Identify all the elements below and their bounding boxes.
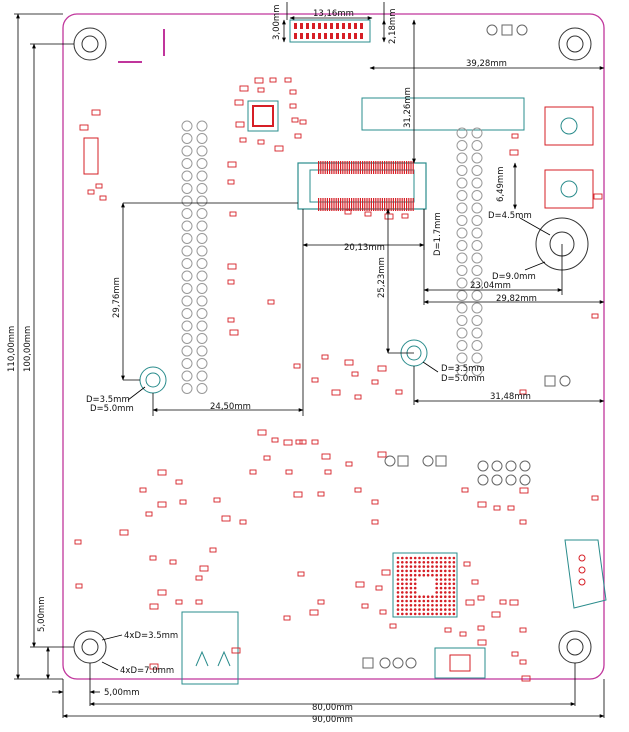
dim-height-110: 110,00mm bbox=[7, 326, 17, 372]
dim-connector-depth: 3,00mm bbox=[272, 5, 282, 41]
mount-hole-left bbox=[139, 366, 167, 394]
dim-mount2-d: D=3.5mm bbox=[441, 364, 485, 374]
smd-components bbox=[74, 77, 603, 682]
dim-width-90: 90,00mm bbox=[312, 715, 353, 725]
dim-right-39: 39,28mm bbox=[466, 59, 507, 69]
dim-width-2304: 23,04mm bbox=[470, 281, 511, 291]
dim-connector-offset: 2,18mm bbox=[388, 9, 398, 45]
dim-height-2976: 29,76mm bbox=[112, 277, 122, 318]
dim-corner-hole-d2: 4xD=7.0mm bbox=[120, 666, 174, 676]
module-label-area bbox=[361, 97, 525, 131]
switch-top bbox=[544, 106, 594, 146]
dim-height-5: 5,00mm bbox=[37, 597, 47, 633]
dim-connector-width: 13,16mm bbox=[313, 9, 354, 19]
dim-mount1-d2: D=5.0mm bbox=[90, 404, 134, 414]
dim-mount2-d2: D=5.0mm bbox=[441, 374, 485, 384]
dim-width-5: 5,00mm bbox=[104, 688, 140, 698]
mid-pads bbox=[362, 375, 571, 669]
board-outline bbox=[62, 13, 605, 680]
top-connector bbox=[289, 19, 371, 43]
switch-bottom bbox=[544, 169, 594, 209]
dim-width-2982: 29,82mm bbox=[496, 294, 537, 304]
hole-bottom-right bbox=[558, 630, 592, 664]
dimension-lines bbox=[14, 2, 605, 718]
dim-width-80: 80,00mm bbox=[312, 703, 353, 713]
hole-top-right bbox=[558, 27, 592, 61]
usb-connector bbox=[181, 611, 239, 685]
corner-holes bbox=[73, 27, 592, 664]
rgb-connector bbox=[434, 647, 486, 679]
dim-corner-hole-d: 4xD=3.5mm bbox=[124, 631, 178, 641]
hole-bottom-left bbox=[73, 630, 107, 664]
top-right-pads bbox=[486, 24, 528, 36]
left-component bbox=[83, 137, 99, 175]
dim-big-hole-d: D=4.5mm bbox=[488, 211, 532, 221]
dim-height-2523: 25,23mm bbox=[377, 257, 387, 298]
dim-width-3148: 31,48mm bbox=[490, 392, 531, 402]
dimension-labels: 13,16mm 3,00mm 2,18mm 39,28mm 31,26mm D=… bbox=[7, 5, 537, 726]
dim-width-20: 20,13mm bbox=[344, 243, 385, 253]
dim-vertical-649: 6,49mm bbox=[496, 167, 506, 203]
dsub-connector bbox=[564, 539, 607, 609]
ic-top bbox=[247, 100, 279, 132]
hole-top-left bbox=[73, 27, 107, 61]
btb-connector bbox=[297, 161, 427, 211]
dim-width-2450: 24,50mm bbox=[210, 402, 251, 412]
dim-d-1-7: D=1.7mm bbox=[433, 212, 443, 256]
header-right bbox=[456, 127, 483, 376]
dim-mount1-d: D=3.5mm bbox=[86, 395, 130, 405]
dim-big-hole-d2: D=9.0mm bbox=[492, 272, 536, 282]
bga-chip bbox=[392, 552, 458, 618]
dim-vertical-31: 31,26mm bbox=[403, 87, 413, 128]
header-left bbox=[181, 120, 208, 394]
dim-height-100: 100,00mm bbox=[23, 326, 33, 372]
